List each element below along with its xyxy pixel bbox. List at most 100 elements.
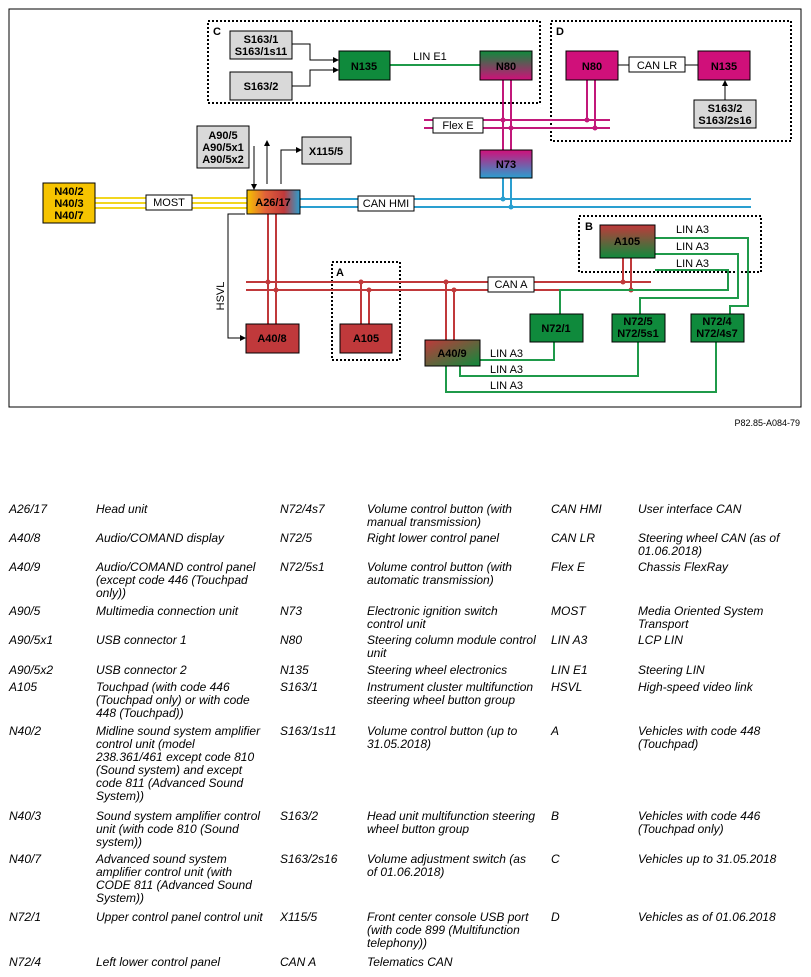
- legend-code: N72/1: [9, 910, 42, 924]
- node-s163-2-right-box: [693, 99, 757, 129]
- region-a-label: A: [336, 267, 344, 279]
- usb-connectors: [253, 146, 296, 184]
- flex-junction: [592, 125, 598, 131]
- legend-code: N40/7: [9, 852, 42, 866]
- legend-code: A90/5: [9, 604, 41, 618]
- lin-a3-label-5: LIN A3: [490, 364, 523, 376]
- legend-description: Multimedia connection unit: [96, 604, 239, 618]
- legend-description: Volume control button (with automatic tr…: [367, 560, 512, 587]
- node-a90-5-box: [196, 125, 250, 169]
- legend-code: CAN LR: [551, 531, 596, 545]
- network-diagram: C D B A MOST CAN HMI Flex E LIN E1 CAN L…: [8, 8, 802, 408]
- legend-description: Volume control button (up to 31.05.2018): [367, 724, 518, 751]
- flex-junction: [508, 125, 514, 131]
- legend-description: Front center console USB port (with code…: [367, 910, 529, 950]
- legend-code: N72/4s7: [280, 502, 325, 516]
- node-n73-box: [479, 149, 533, 179]
- legend-code: N40/2: [9, 724, 42, 738]
- node-x115-5: X115/5: [309, 146, 343, 158]
- lin-a3-label-1: LIN A3: [676, 224, 709, 236]
- legend-description: Steering LIN: [638, 663, 705, 677]
- can-hmi-label-box: [357, 195, 415, 212]
- node-n135-right-box: [697, 50, 751, 81]
- legend-code: D: [551, 910, 560, 924]
- lin-e1-label: LIN E1: [413, 51, 447, 63]
- node-n72-1-box: [529, 313, 584, 343]
- legend-code: LIN A3: [551, 633, 588, 647]
- most-label-box: [145, 194, 193, 211]
- node-a26-17-box: [246, 189, 301, 215]
- node-s163-2-right: S163/2: [708, 103, 743, 115]
- node-n72-4-box: [690, 313, 745, 343]
- legend-description: Advanced sound system amplifier control …: [96, 852, 252, 905]
- hsvl-label: HSVL: [215, 282, 227, 311]
- node-a40-9: A40/9: [437, 348, 466, 360]
- legend-code: A40/8: [9, 531, 41, 545]
- node-n73: N73: [496, 159, 516, 171]
- legend-description: Sound system amplifier control unit (wit…: [96, 809, 261, 849]
- region-d-box: [550, 20, 792, 142]
- node-n135-right: N135: [711, 61, 737, 73]
- node-n72-1: N72/1: [541, 323, 570, 335]
- node-a105-b-box: [599, 224, 656, 259]
- legend-code: N73: [280, 604, 303, 618]
- legend-code: N72/5: [280, 531, 313, 545]
- node-n40-3: N40/3: [54, 198, 83, 210]
- legend-description: High-speed video link: [638, 680, 753, 694]
- legend-code: C: [551, 852, 560, 866]
- arrowhead: [264, 140, 270, 146]
- legend-code: N72/5s1: [280, 560, 325, 574]
- legend-code: S163/1: [280, 680, 319, 694]
- node-n40-7: N40/7: [54, 210, 83, 222]
- node-n72-4: N72/4: [702, 316, 732, 328]
- node-s163-1-box: [229, 30, 293, 60]
- legend-description: Instrument cluster multifunction steerin…: [367, 680, 534, 707]
- legend-description: Head unit: [96, 502, 148, 516]
- node-s163-2-left: S163/2: [244, 81, 279, 93]
- legend-code: B: [551, 809, 560, 823]
- legend-description: User interface CAN: [638, 502, 742, 516]
- node-a90-5x2: A90/5x2: [202, 154, 244, 166]
- legend-code: X115/5: [280, 910, 318, 924]
- can-a-label: CAN A: [494, 279, 528, 291]
- legend-code: A: [551, 724, 560, 738]
- lin-a3-label-6: LIN A3: [490, 380, 523, 392]
- legend-code: CAN A: [280, 955, 317, 969]
- node-a90-5x1: A90/5x1: [202, 142, 244, 154]
- node-n72-5: N72/5: [623, 316, 652, 328]
- flex-junction: [500, 117, 506, 123]
- legend-description: Volume control button (with manual trans…: [367, 502, 512, 529]
- node-a26-17: A26/17: [255, 197, 290, 209]
- legend-code: S163/1s11: [280, 724, 337, 738]
- legend-description: Left lower control panel: [96, 955, 221, 969]
- region-b-box: [578, 215, 762, 273]
- node-s163-1s11: S163/1s11: [235, 46, 288, 58]
- node-a90-5: A90/5: [208, 130, 237, 142]
- flex-e-label-box: [432, 117, 484, 134]
- legend-code: A90/5x2: [9, 663, 54, 677]
- legend-description: Audio/COMAND control panel (except code …: [96, 560, 256, 600]
- legend-description: Steering wheel CAN (as of 01.06.2018): [638, 531, 780, 558]
- legend-code: MOST: [551, 604, 586, 618]
- node-a105-a: A105: [353, 333, 379, 345]
- lin-a3-bus: [445, 237, 749, 393]
- arrowhead: [240, 335, 246, 341]
- legend-description: LCP LIN: [638, 633, 683, 647]
- legend-code: S163/2: [280, 809, 319, 823]
- node-s163-2s16: S163/2s16: [698, 115, 751, 127]
- most-label: MOST: [153, 197, 185, 209]
- node-a40-8-box: [245, 323, 300, 354]
- legend-code: HSVL: [551, 680, 583, 694]
- legend-description: Vehicles up to 31.05.2018: [638, 852, 777, 866]
- legend-description: Steering column module control unit: [367, 633, 536, 660]
- region-c-box: [207, 20, 541, 104]
- can-hmi-junction: [508, 204, 514, 210]
- legend-description: Media Oriented System Transport: [638, 604, 764, 631]
- node-n80-right-box: [565, 50, 619, 81]
- legend-code: N80: [280, 633, 303, 647]
- legend-description: USB connector 2: [96, 663, 187, 677]
- node-s163-2-left-box: [229, 71, 293, 101]
- legend-description: Touchpad (with code 446 (Touchpad only) …: [96, 680, 250, 720]
- legend-description: Head unit multifunction steering wheel b…: [367, 809, 536, 836]
- node-n135-left-box: [338, 50, 391, 81]
